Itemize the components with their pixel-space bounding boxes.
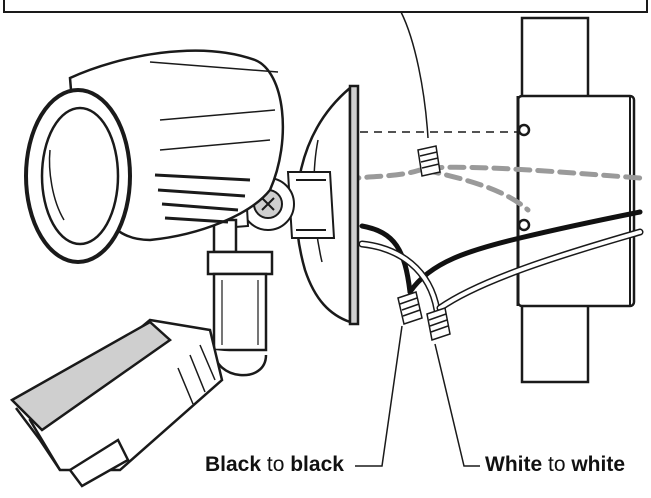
support-arm [206,218,274,377]
white-wires [358,228,644,314]
caption-white-strong2: white [571,453,626,476]
leader-black [355,325,403,467]
black-wires [359,209,643,295]
caption-black-strong2: black [290,453,344,476]
caption-white-mid: to [542,453,572,476]
wire-nut-white [426,307,451,341]
caption-white-strong1: White [485,453,543,476]
leader-white [434,343,480,467]
caption-white-to-white: White to white [485,454,625,475]
junction-box [516,16,636,384]
caption-black-strong1: Black [205,453,262,476]
caption-black-to-black: Black to black [205,454,344,475]
motion-sensor [9,318,224,488]
callout-box [3,0,648,13]
wire-nut-black [397,291,423,325]
caption-black-mid: to [261,453,291,476]
floodlight-head [24,49,285,264]
callout-leader [400,11,429,139]
wire-nut-top [417,145,441,177]
